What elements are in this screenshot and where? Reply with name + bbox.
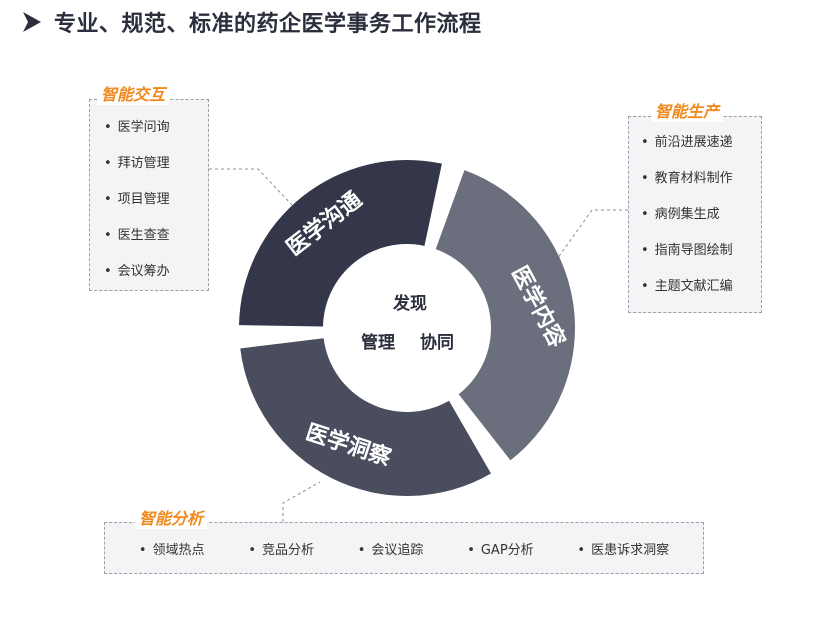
triangle-arrow-icon [23, 12, 41, 32]
segment-medical-insight [240, 338, 491, 497]
smart-production-title: 智能生产 [651, 98, 724, 122]
list-item: 前沿进展速递 [641, 125, 761, 161]
connector-right [554, 209, 628, 263]
smart-production-box: 前沿进展速递 教育材料制作 病例集生成 指南导图绘制 主题文献汇编 [628, 116, 762, 313]
list-item: GAP分析 [467, 539, 534, 558]
smart-production-list: 前沿进展速递 教育材料制作 病例集生成 指南导图绘制 主题文献汇编 [629, 125, 761, 305]
list-item: 医生查查 [104, 218, 208, 254]
list-item: 指南导图绘制 [641, 233, 761, 269]
connector-left [209, 168, 293, 206]
segment-medical-communication [239, 160, 442, 327]
smart-analysis-list: 领域热点 竞品分析 会议追踪 GAP分析 医患诉求洞察 [105, 523, 703, 573]
connector-bottom [282, 481, 321, 522]
list-item: 医学问询 [104, 110, 208, 146]
segment-medical-content [435, 170, 575, 461]
smart-interaction-title: 智能交互 [97, 81, 170, 105]
list-item: 项目管理 [104, 182, 208, 218]
list-item: 病例集生成 [641, 197, 761, 233]
center-label-collaborate: 协同 [420, 333, 454, 353]
page-title: 专业、规范、标准的药企医学事务工作流程 [54, 12, 482, 37]
list-item: 竞品分析 [248, 539, 314, 558]
center-label-manage: 管理 [361, 333, 395, 353]
smart-analysis-box: 领域热点 竞品分析 会议追踪 GAP分析 医患诉求洞察 [104, 522, 704, 574]
page-header: 专业、规范、标准的药企医学事务工作流程 [18, 6, 482, 38]
list-item: 主题文献汇编 [641, 269, 761, 305]
list-item: 会议追踪 [358, 539, 423, 558]
list-item: 教育材料制作 [641, 161, 761, 197]
smart-interaction-box: 医学问询 拜访管理 项目管理 医生查查 会议筹办 [89, 99, 209, 291]
list-item: 医患诉求洞察 [577, 539, 669, 558]
center-label-discover: 发现 [393, 294, 427, 314]
smart-interaction-list: 医学问询 拜访管理 项目管理 医生查查 会议筹办 [90, 110, 208, 290]
list-item: 会议筹办 [104, 254, 208, 290]
list-item: 拜访管理 [104, 146, 208, 182]
smart-analysis-title: 智能分析 [135, 505, 208, 529]
list-item: 领域热点 [139, 539, 205, 558]
